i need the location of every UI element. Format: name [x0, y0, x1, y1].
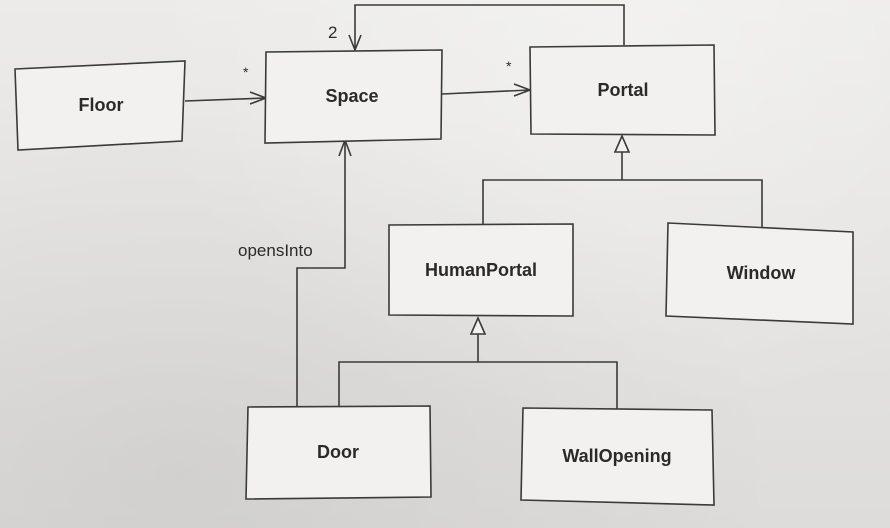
portal-space-association: [348, 4, 625, 53]
class-door[interactable]: Door: [245, 405, 432, 500]
class-window-name: Window: [727, 263, 797, 283]
class-wallopening-name: WallOpening: [562, 446, 671, 466]
class-space-name: Space: [325, 86, 378, 106]
humanportal-generalization: [338, 316, 618, 409]
class-space[interactable]: Space: [264, 49, 443, 144]
door-space-role-label: opensInto: [238, 241, 313, 260]
space-portal-multiplicity: *: [506, 58, 512, 74]
class-wallopening[interactable]: WallOpening: [520, 407, 715, 506]
portal-generalization: [482, 134, 763, 228]
space-portal-association: [441, 83, 533, 97]
class-window[interactable]: Window: [665, 222, 854, 325]
class-portal-name: Portal: [597, 80, 648, 100]
floor-space-multiplicity: *: [243, 64, 249, 80]
class-floor[interactable]: Floor: [14, 60, 186, 151]
portal-space-multiplicity: 2: [328, 23, 337, 42]
portal-generalization-triangle: [613, 134, 631, 153]
floor-space-association: [184, 91, 269, 105]
door-space-association: [296, 137, 352, 406]
class-humanportal[interactable]: HumanPortal: [388, 223, 574, 317]
class-door-name: Door: [317, 442, 359, 462]
class-humanportal-name: HumanPortal: [425, 260, 537, 280]
humanportal-generalization-triangle: [469, 316, 487, 335]
class-floor-name: Floor: [79, 95, 124, 115]
class-portal[interactable]: Portal: [529, 44, 716, 136]
